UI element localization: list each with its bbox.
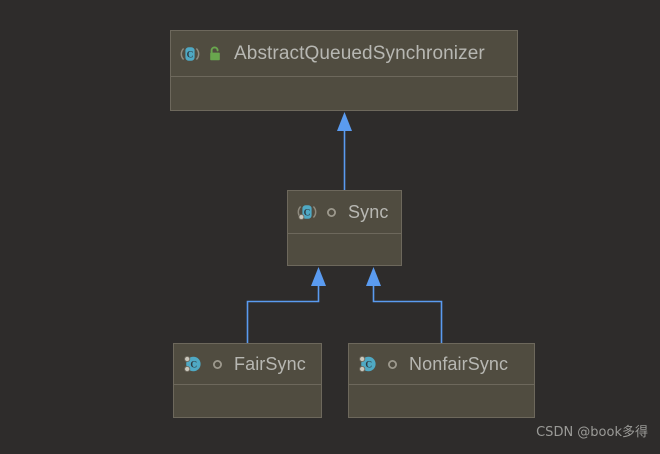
uml-class-name: Sync <box>348 201 389 222</box>
uml-class-box-sync[interactable]: C Sync <box>287 190 402 266</box>
abstract-class-icon: C <box>297 202 317 222</box>
uml-class-name: FairSync <box>234 353 306 374</box>
uml-class-members-compartment[interactable] <box>171 77 517 110</box>
uml-class-box-fairsync[interactable]: C FairSync <box>173 343 322 418</box>
uml-class-box-abstractqueuedsynchronizer[interactable]: C AbstractQueuedSynchronizer <box>170 30 518 111</box>
uml-class-header[interactable]: C NonfairSync <box>349 344 534 385</box>
uml-class-members-compartment[interactable] <box>174 385 321 417</box>
package-private-circle-icon <box>326 207 337 218</box>
uml-class-members-compartment[interactable] <box>349 385 534 417</box>
final-class-icon: C <box>358 354 378 374</box>
uml-class-box-nonfairsync[interactable]: C NonfairSync <box>348 343 535 418</box>
uml-class-name: AbstractQueuedSynchronizer <box>234 42 485 64</box>
svg-text:C: C <box>304 209 311 219</box>
uml-class-members-compartment[interactable] <box>288 234 401 265</box>
svg-text:C: C <box>187 50 194 60</box>
final-class-icon: C <box>183 354 203 374</box>
uml-class-header[interactable]: C FairSync <box>174 344 321 385</box>
uml-class-header[interactable]: C AbstractQueuedSynchronizer <box>171 31 517 77</box>
uml-class-name: NonfairSync <box>409 353 509 374</box>
edge-nonfairsync-to-sync[interactable] <box>366 267 443 343</box>
unlocked-padlock-icon <box>207 45 223 63</box>
svg-text:C: C <box>190 361 197 371</box>
package-private-circle-icon <box>387 359 398 370</box>
uml-class-header[interactable]: C Sync <box>288 191 401 234</box>
watermark-text: CSDN @book多得 <box>536 425 648 440</box>
package-private-circle-icon <box>212 359 223 370</box>
svg-text:C: C <box>365 361 372 371</box>
abstract-class-icon: C <box>180 44 200 64</box>
edge-sync-to-aqs[interactable] <box>337 112 352 190</box>
edge-fairsync-to-sync[interactable] <box>246 267 327 343</box>
